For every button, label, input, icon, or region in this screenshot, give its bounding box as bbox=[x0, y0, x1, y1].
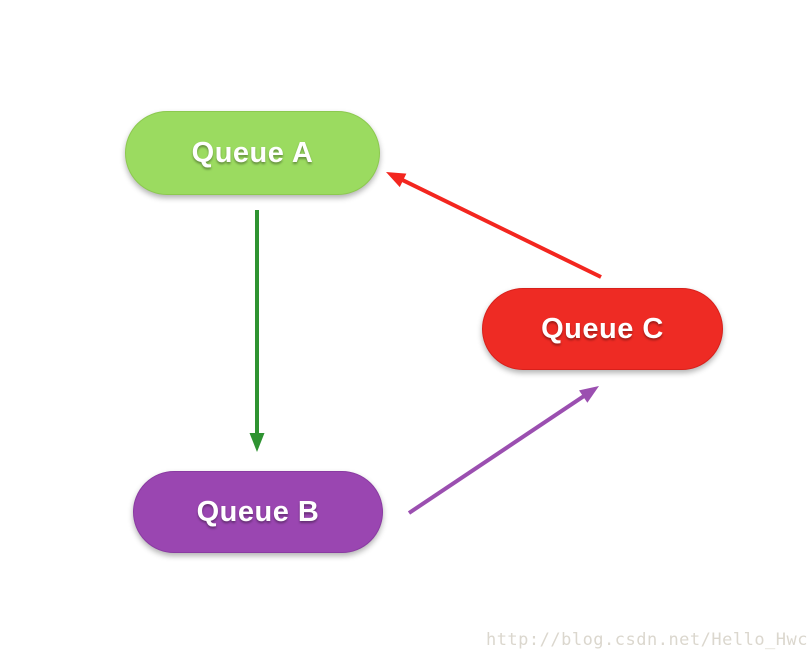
arrow-line-b-to-c bbox=[407, 392, 588, 515]
arrowhead-b-to-c bbox=[579, 386, 599, 403]
node-queue-a-label: Queue A bbox=[191, 136, 314, 169]
node-queue-b-label: Queue B bbox=[196, 495, 320, 528]
node-queue-a[interactable]: Queue A bbox=[125, 111, 380, 195]
node-queue-c[interactable]: Queue C bbox=[482, 288, 723, 370]
arrowhead-a-to-b bbox=[249, 433, 265, 452]
node-queue-c-label: Queue C bbox=[541, 312, 664, 345]
node-queue-b[interactable]: Queue B bbox=[133, 471, 383, 553]
arrowhead-c-to-a bbox=[386, 172, 407, 188]
watermark-url: http://blog.csdn.net/Hello_Hwc bbox=[485, 630, 808, 650]
arrow-line-c-to-a bbox=[398, 176, 602, 279]
